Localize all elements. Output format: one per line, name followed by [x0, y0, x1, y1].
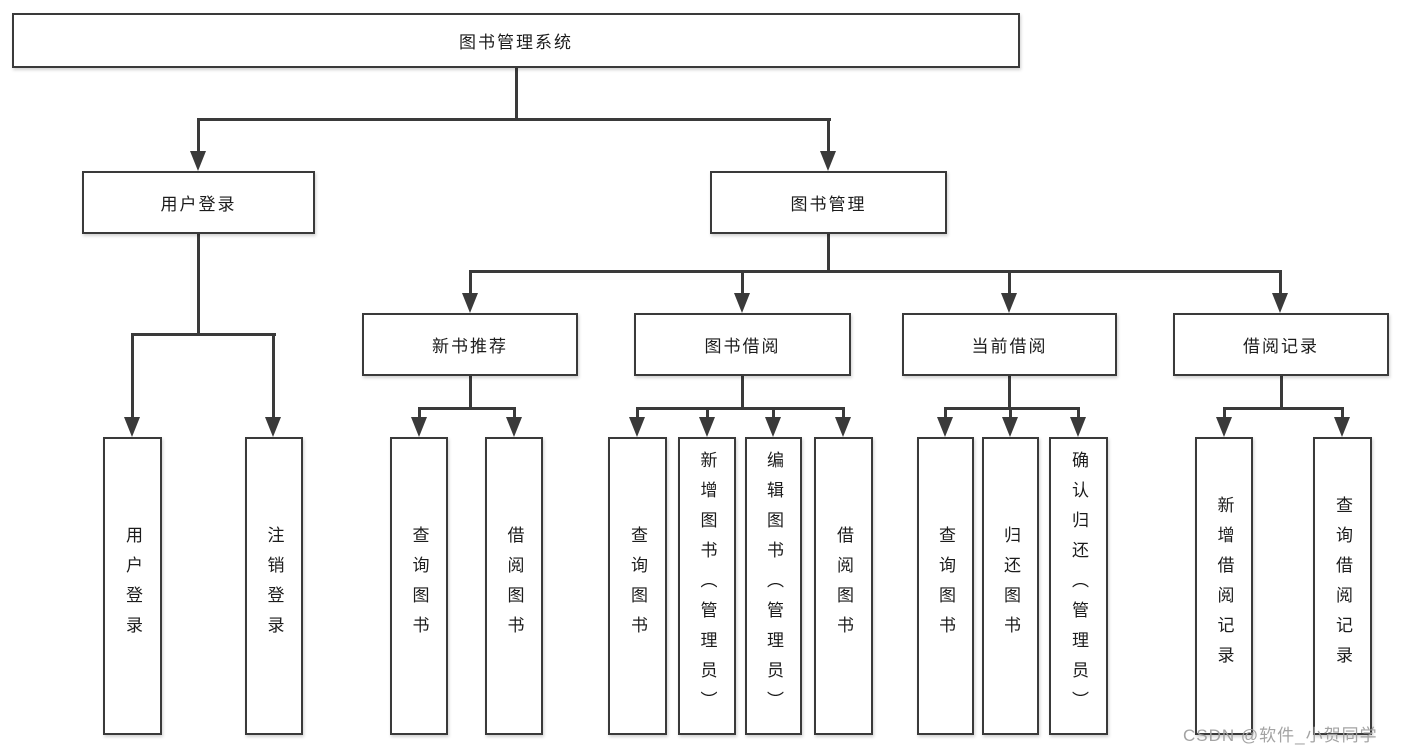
connector-to-leaf-logout	[272, 333, 275, 419]
arrow-down-icon	[1070, 417, 1086, 437]
connector-recommend-branch	[418, 407, 516, 410]
node-new-book-recommend: 新书推荐	[362, 313, 578, 376]
connector-current-stem	[1008, 374, 1011, 410]
leaf-confirm-return-admin: 确认归还（管理员）	[1049, 437, 1108, 735]
leaf-return-books: 归还图书	[982, 437, 1039, 735]
node-user-login: 用户登录	[82, 171, 315, 234]
leaf-query-borrow-record: 查询借阅记录	[1313, 437, 1372, 735]
connector-borrow-branch	[636, 407, 845, 410]
arrow-down-icon	[1002, 417, 1018, 437]
connector-leaf	[1223, 407, 1226, 420]
connector-leaf	[944, 407, 947, 420]
csdn-watermark: CSDN @软件_小贺同学	[1183, 726, 1378, 745]
node-current-borrow: 当前借阅	[902, 313, 1117, 376]
arrow-down-icon	[265, 417, 281, 437]
connector-leaf	[1077, 407, 1080, 420]
arrow-down-icon	[411, 417, 427, 437]
leaf-user-login: 用户登录	[103, 437, 162, 735]
node-book-borrow: 图书借阅	[634, 313, 851, 376]
leaf-logout: 注销登录	[245, 437, 303, 735]
connector-current-branch	[944, 407, 1080, 410]
arrow-down-icon	[190, 151, 206, 171]
connector-book-management-branch	[469, 270, 1282, 273]
connector-leaf	[706, 407, 709, 420]
connector-leaf	[418, 407, 421, 420]
leaf-add-borrow-record: 新增借阅记录	[1195, 437, 1253, 735]
arrow-down-icon	[734, 293, 750, 313]
connector-leaf	[1341, 407, 1344, 420]
connector-book-management-stem	[827, 232, 830, 273]
connector-records-stem	[1280, 374, 1283, 410]
connector-records-branch	[1223, 407, 1344, 410]
arrow-down-icon	[1216, 417, 1232, 437]
connector-user-login-stem	[197, 232, 200, 336]
connector-to-borrow-records	[1279, 270, 1282, 296]
arrow-down-icon	[937, 417, 953, 437]
leaf-edit-book-admin: 编辑图书（管理员）	[745, 437, 802, 735]
connector-leaf	[513, 407, 516, 420]
leaf-current-query-books: 查询图书	[917, 437, 974, 735]
arrow-down-icon	[699, 417, 715, 437]
connector-to-user-login	[197, 118, 200, 153]
node-library-management-system: 图书管理系统	[12, 13, 1020, 68]
connector-user-login-branch	[131, 333, 276, 336]
connector-root-stem	[515, 67, 518, 120]
connector-to-book-management	[827, 118, 830, 153]
node-borrow-records: 借阅记录	[1173, 313, 1389, 376]
connector-leaf	[1009, 407, 1012, 420]
arrow-down-icon	[1001, 293, 1017, 313]
arrow-down-icon	[1272, 293, 1288, 313]
arrow-down-icon	[835, 417, 851, 437]
connector-to-new-book-recommend	[469, 270, 472, 296]
connector-to-current-borrow	[1008, 270, 1011, 296]
connector-to-book-borrow	[741, 270, 744, 296]
node-book-management: 图书管理	[710, 171, 947, 234]
leaf-recommend-borrow-books: 借阅图书	[485, 437, 543, 735]
connector-leaf	[772, 407, 775, 420]
connector-borrow-stem	[741, 374, 744, 410]
connector-leaf	[636, 407, 639, 420]
arrow-down-icon	[124, 417, 140, 437]
leaf-borrow-query-books: 查询图书	[608, 437, 667, 735]
leaf-borrow-books: 借阅图书	[814, 437, 873, 735]
arrow-down-icon	[462, 293, 478, 313]
arrow-down-icon	[1334, 417, 1350, 437]
connector-root-branch	[197, 118, 831, 121]
connector-leaf	[842, 407, 845, 420]
arrow-down-icon	[506, 417, 522, 437]
leaf-add-book-admin: 新增图书（管理员）	[678, 437, 736, 735]
leaf-recommend-query-books: 查询图书	[390, 437, 448, 735]
arrow-down-icon	[629, 417, 645, 437]
arrow-down-icon	[765, 417, 781, 437]
arrow-down-icon	[820, 151, 836, 171]
connector-recommend-stem	[469, 374, 472, 410]
connector-to-leaf-user-login	[131, 333, 134, 419]
